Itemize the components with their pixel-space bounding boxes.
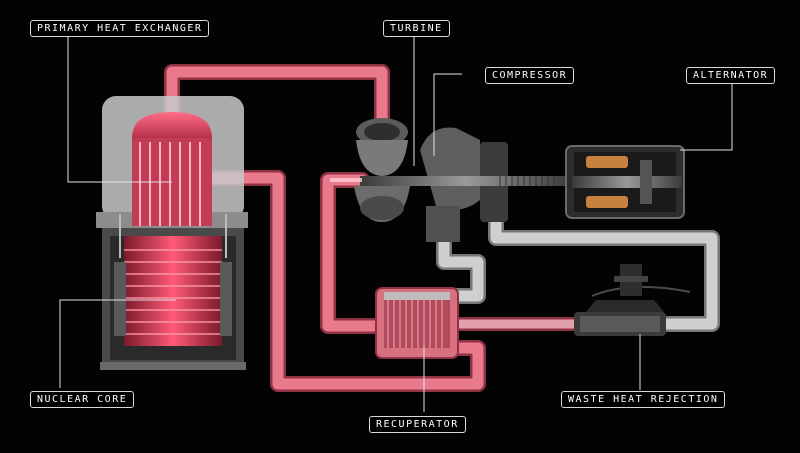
label-recuperator: RECUPERATOR bbox=[369, 416, 466, 433]
reactor-assembly bbox=[96, 96, 248, 370]
recuperator-unit bbox=[375, 287, 459, 359]
waste-heat-rejection-unit bbox=[574, 264, 691, 336]
label-nuclear-core: NUCLEAR CORE bbox=[30, 391, 135, 408]
cold-loop-piping bbox=[436, 192, 720, 332]
alternator-unit bbox=[565, 145, 685, 219]
callout-lines bbox=[59, 36, 733, 412]
label-turbine: TURBINE bbox=[383, 20, 450, 37]
turbomachinery bbox=[330, 118, 572, 242]
label-alternator: ALTERNATOR bbox=[686, 67, 776, 84]
label-waste-heat-rejection: WASTE HEAT REJECTION bbox=[561, 391, 726, 408]
label-primary-heat-exchanger: PRIMARY HEAT EXCHANGER bbox=[30, 20, 210, 37]
label-compressor: COMPRESSOR bbox=[485, 67, 575, 84]
